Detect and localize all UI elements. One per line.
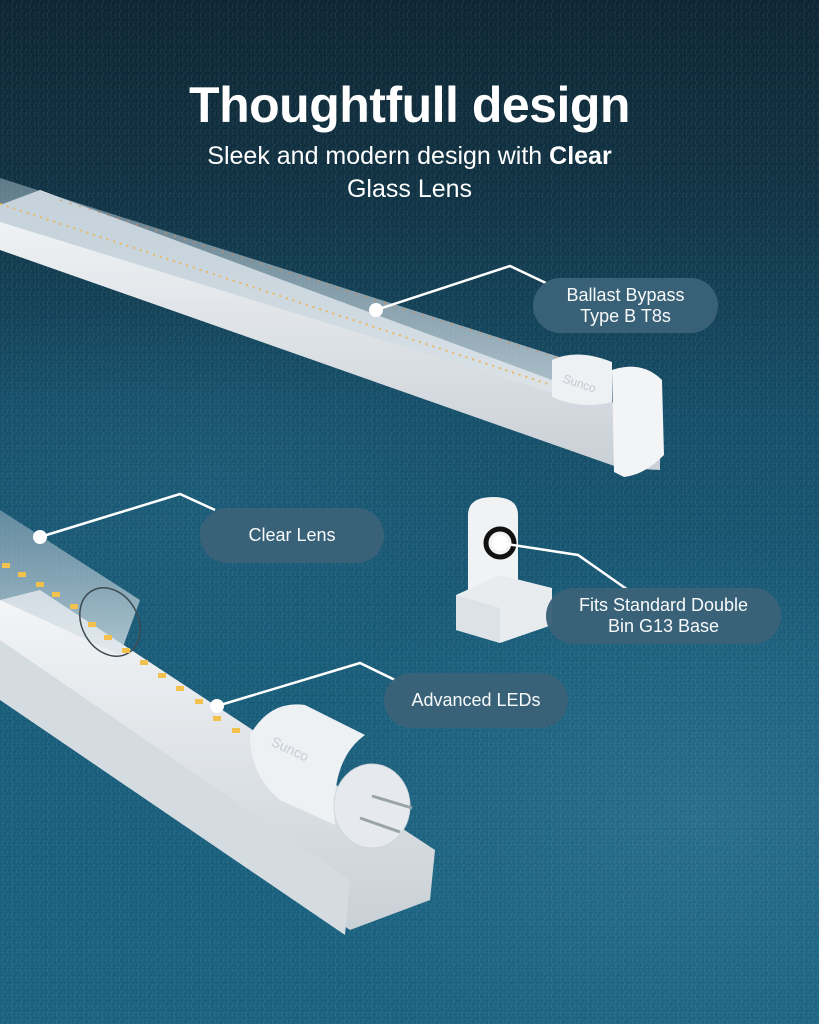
callout-line: Type B T8s: [580, 305, 671, 326]
heading-block: Thoughtfull design Sleek and modern desi…: [0, 76, 819, 206]
callout-line: Advanced LEDs: [411, 690, 541, 710]
upper-fixture: Sunco: [0, 178, 664, 477]
callout-g13-base: Fits Standard Double Bin G13 Base: [546, 588, 781, 644]
callout-ballast-bypass: Ballast Bypass Type B T8s: [533, 278, 718, 333]
page-subtitle: Sleek and modern design with Clear Glass…: [0, 140, 819, 206]
callout-dots: [33, 303, 508, 713]
g13-socket: [456, 497, 552, 643]
page-title: Thoughtfull design: [189, 77, 630, 133]
subtitle-text: Sleek and modern design with: [207, 142, 550, 170]
lower-fixture: Sunco: [0, 510, 435, 935]
callout-line: Clear Lens: [248, 525, 336, 545]
callout-line: Fits Standard Double: [578, 595, 749, 615]
callout-line: Ballast Bypass: [566, 284, 685, 305]
callout-clear-lens: Clear Lens: [200, 508, 384, 563]
subtitle-line2: Glass Lens: [346, 175, 473, 203]
callout-line: Bin G13 Base: [607, 616, 720, 636]
callout-advanced-leds: Advanced LEDs: [384, 673, 568, 728]
subtitle-emphasis: Clear: [549, 142, 612, 170]
callout-connectors: [39, 264, 629, 708]
